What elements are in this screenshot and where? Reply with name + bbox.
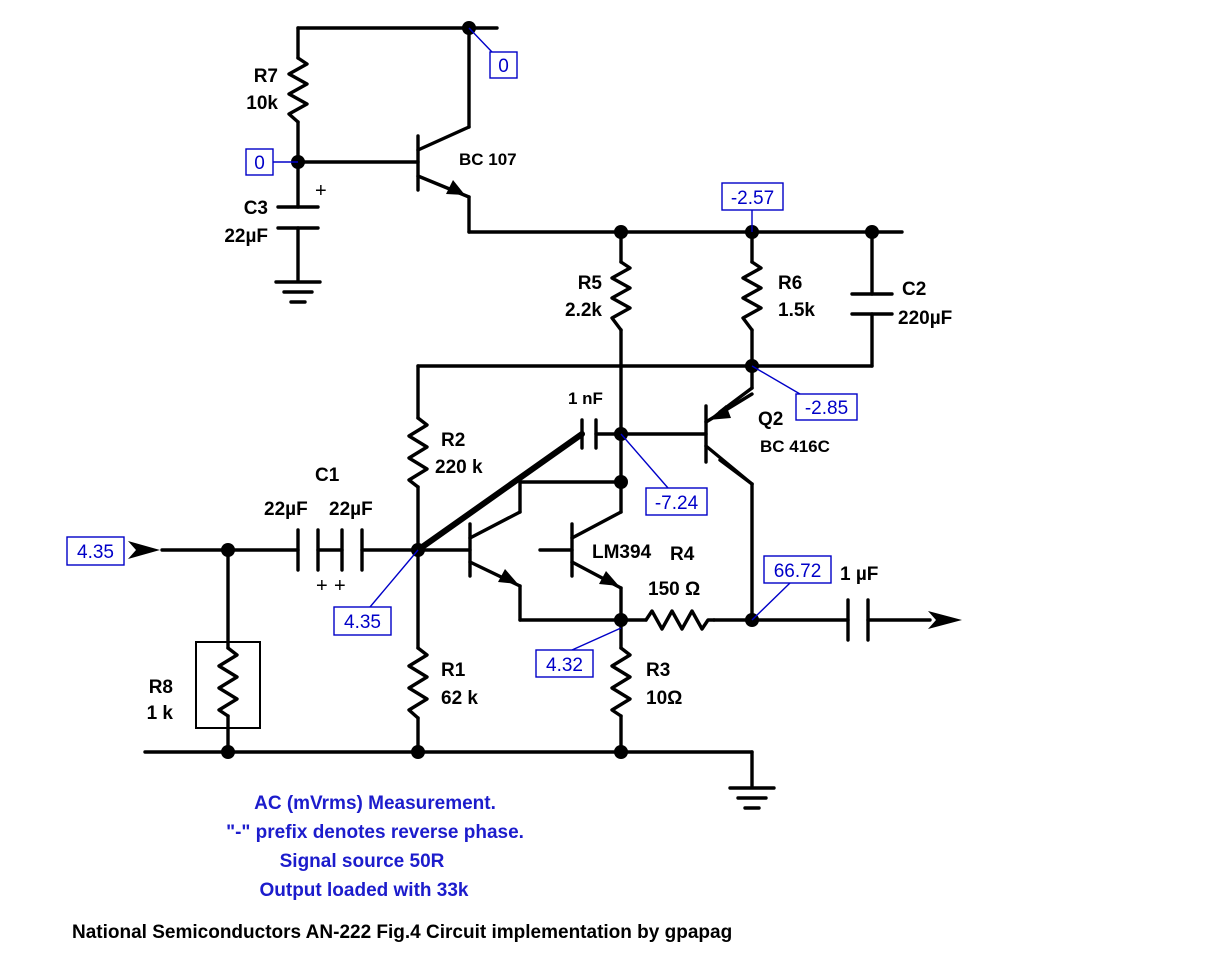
q2-emitter-arrow xyxy=(708,405,731,420)
q2-ref: Q2 xyxy=(758,409,783,430)
r2-symbol xyxy=(407,416,429,489)
r6-value: 1.5k xyxy=(778,300,815,321)
measurement-output: 66.72 xyxy=(751,555,832,621)
input-arrow-icon xyxy=(128,541,160,559)
r8-value: 1 k xyxy=(147,703,174,724)
measurement-q2-emitter: -2.85 xyxy=(751,365,858,421)
measurement-q2-base: -7.24 xyxy=(620,433,708,516)
r4-symbol xyxy=(644,609,716,631)
q2-part: BC 416C xyxy=(760,437,830,456)
lm394-left-arrow xyxy=(498,569,518,584)
c1b-polarity-mark: + xyxy=(334,575,346,597)
r6-symbol xyxy=(741,260,763,332)
lm394-right-arrow xyxy=(599,571,619,586)
resistors xyxy=(195,56,763,729)
svg-text:0: 0 xyxy=(498,56,509,77)
c1b-value: 22µF xyxy=(329,499,373,520)
c1-ref: C1 xyxy=(315,465,340,486)
r5-value: 2.2k xyxy=(565,300,602,321)
r4-ref: R4 xyxy=(670,544,695,565)
ground-icon xyxy=(274,280,322,304)
component-labels: R7 10k C3 22µF BC 107 R5 2.2k R6 1.5k C2… xyxy=(147,66,953,724)
note-line-2: "-" prefix denotes reverse phase. xyxy=(226,822,524,843)
r2-value: 220 k xyxy=(435,457,483,478)
figure-caption: National Semiconductors AN-222 Fig.4 Cir… xyxy=(72,922,732,943)
note-line-4: Output loaded with 33k xyxy=(259,880,468,901)
svg-text:4.35: 4.35 xyxy=(77,542,114,563)
r3-symbol xyxy=(610,646,632,718)
r3-value: 10Ω xyxy=(646,688,682,709)
c1a-value: 22µF xyxy=(264,499,308,520)
ground-icon xyxy=(728,786,776,810)
measurement-supply-node: -2.57 xyxy=(721,182,784,232)
svg-text:66.72: 66.72 xyxy=(774,561,822,582)
lm394-part: LM394 xyxy=(592,542,652,563)
r1-value: 62 k xyxy=(441,688,478,709)
transistors xyxy=(416,125,754,586)
r1-symbol xyxy=(407,646,429,720)
cout-value: 1 µF xyxy=(840,564,878,585)
capacitors xyxy=(276,205,894,642)
svg-text:0: 0 xyxy=(254,153,265,174)
r2-ref: R2 xyxy=(441,430,465,451)
r5-ref: R5 xyxy=(578,273,603,294)
c3-value: 22µF xyxy=(224,226,268,247)
r1-ref: R1 xyxy=(441,660,466,681)
c3-polarity-mark: + xyxy=(315,180,327,202)
r3-ref: R3 xyxy=(646,660,670,681)
c2-value: 220µF xyxy=(898,308,952,329)
junctions xyxy=(221,21,879,759)
svg-text:-2.85: -2.85 xyxy=(805,398,848,419)
r6-ref: R6 xyxy=(778,273,802,294)
svg-text:-2.57: -2.57 xyxy=(731,188,774,209)
svg-text:-7.24: -7.24 xyxy=(655,493,699,514)
measurement-top-rail: 0 xyxy=(468,27,518,79)
c1nf-value: 1 nF xyxy=(568,389,603,408)
r8-symbol xyxy=(217,646,239,718)
r5-symbol xyxy=(610,260,632,332)
measurement-input: 4.35 xyxy=(66,536,125,566)
measurement-bc107-base: 0 xyxy=(245,148,298,176)
svg-text:4.35: 4.35 xyxy=(344,612,381,633)
output-arrow-icon xyxy=(928,611,962,629)
r7-value: 10k xyxy=(246,93,278,114)
r7-symbol xyxy=(287,56,309,124)
note-line-3: Signal source 50R xyxy=(280,851,445,872)
svg-text:4.32: 4.32 xyxy=(546,655,583,676)
r4-value: 150 Ω xyxy=(648,579,700,600)
measurement-emitter-node: 4.32 xyxy=(535,627,622,678)
grounds xyxy=(274,280,776,810)
r8-ref: R8 xyxy=(149,677,173,698)
notes: AC (mVrms) Measurement. "-" prefix denot… xyxy=(226,793,524,901)
r8-enclosure xyxy=(195,641,261,729)
c2-ref: C2 xyxy=(902,279,926,300)
c3-ref: C3 xyxy=(244,198,268,219)
bc107-part: BC 107 xyxy=(459,150,517,169)
measurement-pair-base: 4.35 xyxy=(333,549,419,636)
r7-ref: R7 xyxy=(254,66,278,87)
note-line-1: AC (mVrms) Measurement. xyxy=(254,793,496,814)
measurement-tags: 0 0 -2.57 -2.85 -7.24 4.35 xyxy=(66,27,858,678)
bc107-emitter-arrow xyxy=(446,180,465,195)
c1a-polarity-mark: + xyxy=(316,575,328,597)
